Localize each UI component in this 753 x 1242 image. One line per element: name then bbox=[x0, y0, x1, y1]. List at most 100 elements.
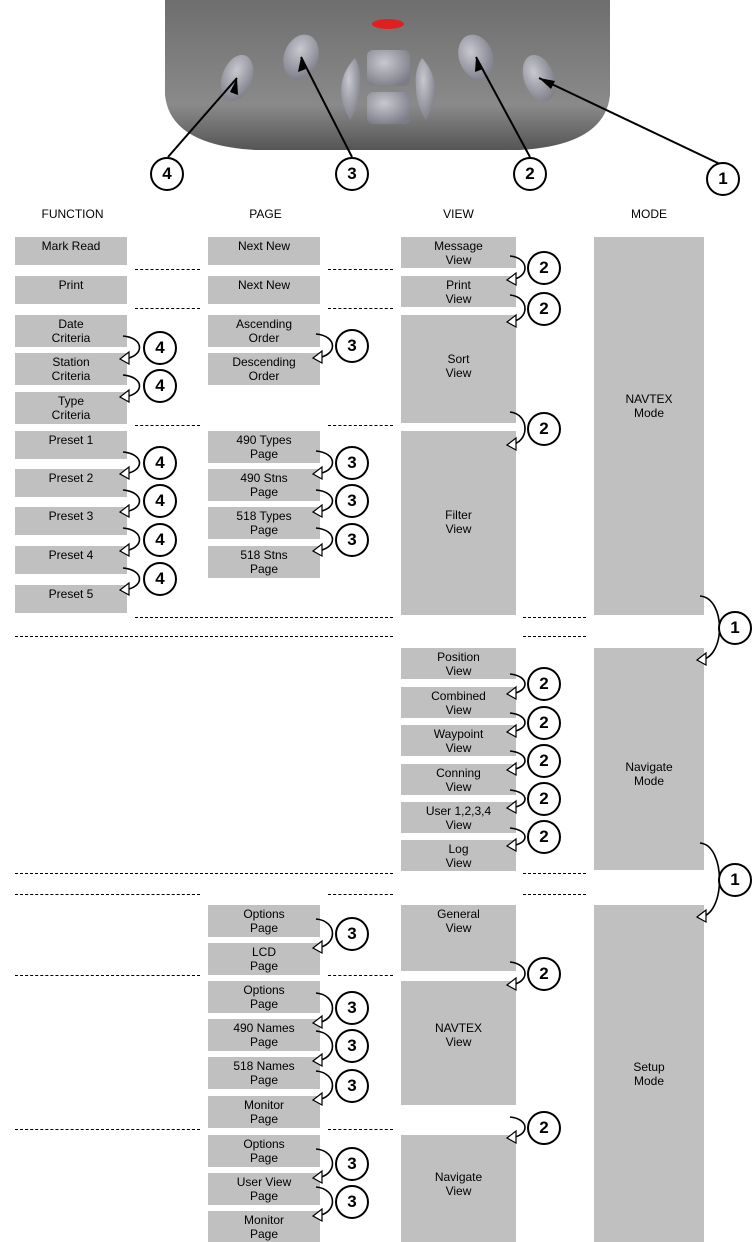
arrow-right-key bbox=[415, 58, 436, 120]
setup-page-518-names: 518 Names Page bbox=[208, 1057, 320, 1089]
device-keypad bbox=[165, 0, 723, 166]
button-2-callout: 2 bbox=[527, 411, 561, 446]
arrow-up-key bbox=[367, 50, 410, 86]
arrow-head bbox=[311, 542, 323, 558]
view-log: Log View bbox=[401, 840, 516, 871]
header-page: PAGE bbox=[249, 207, 282, 221]
separator bbox=[328, 308, 393, 309]
button-callout-2: 2 bbox=[513, 157, 547, 191]
button-2-callout: 2 bbox=[527, 667, 561, 701]
button-3-callout: 3 bbox=[335, 1184, 369, 1219]
view-conning: Conning View bbox=[401, 764, 516, 795]
setup-page-lcd: LCD Page bbox=[208, 943, 320, 975]
function-preset-5: Preset 5 bbox=[15, 585, 127, 613]
setup-page-options-3: Options Page bbox=[208, 1135, 320, 1167]
arrow-head bbox=[505, 761, 517, 777]
function-preset-3: Preset 3 bbox=[15, 507, 127, 535]
page-descending-order: Descending Order bbox=[208, 353, 320, 385]
button-4-callout: 4 bbox=[143, 484, 177, 518]
button-3-callout: 3 bbox=[335, 1029, 369, 1063]
setup-page-user-view: User View Page bbox=[208, 1173, 320, 1205]
arrow-head bbox=[505, 313, 517, 329]
arrow-head bbox=[311, 939, 323, 955]
view-position: Position View bbox=[401, 648, 516, 679]
arrow-head bbox=[505, 723, 517, 739]
view-user: User 1,2,3,4 View bbox=[401, 802, 516, 833]
arrow-head bbox=[311, 503, 323, 519]
button-3-callout: 3 bbox=[335, 329, 369, 363]
button-2-callout: 2 bbox=[527, 743, 561, 778]
arrow-head bbox=[505, 1129, 517, 1145]
separator bbox=[135, 269, 200, 270]
arrow-head bbox=[311, 1169, 323, 1185]
arrow-head bbox=[311, 1014, 323, 1030]
view-combined: Combined View bbox=[401, 687, 516, 718]
button-3-callout: 3 bbox=[335, 484, 369, 518]
page-518-stns: 518 Stns Page bbox=[208, 546, 320, 578]
page-next-new-2: Next New bbox=[208, 276, 320, 304]
button-4-callout: 4 bbox=[143, 522, 177, 557]
function-print: Print bbox=[15, 276, 127, 304]
separator bbox=[135, 308, 200, 309]
button-callout-3: 3 bbox=[335, 157, 369, 191]
arrow-head bbox=[311, 465, 323, 481]
arrow-head bbox=[695, 651, 707, 667]
button-3-callout: 3 bbox=[335, 522, 369, 557]
separator bbox=[523, 873, 586, 874]
separator bbox=[328, 894, 393, 895]
arrow-head bbox=[118, 542, 130, 558]
button-3-callout: 3 bbox=[335, 1068, 369, 1103]
function-preset-4: Preset 4 bbox=[15, 546, 127, 574]
button-2-callout: 2 bbox=[527, 705, 561, 740]
button-3-callout: 3 bbox=[335, 1146, 369, 1181]
arrow-head bbox=[505, 685, 517, 701]
page-490-types: 490 Types Page bbox=[208, 431, 320, 463]
arrow-head bbox=[118, 503, 130, 519]
arrow-head bbox=[311, 1052, 323, 1068]
view-print: Print View bbox=[401, 276, 516, 307]
arrow-left-key bbox=[341, 58, 361, 120]
arrow-head bbox=[695, 908, 707, 924]
arrow-head bbox=[118, 350, 130, 366]
function-preset-1: Preset 1 bbox=[15, 431, 127, 459]
function-mark-read: Mark Read bbox=[15, 237, 127, 265]
separator bbox=[328, 269, 393, 270]
separator bbox=[15, 1129, 200, 1130]
button-2-callout: 2 bbox=[527, 820, 561, 854]
button-4-callout: 4 bbox=[143, 330, 177, 365]
separator bbox=[135, 617, 393, 618]
arrow-head bbox=[118, 388, 130, 404]
button-3-callout: 3 bbox=[335, 445, 369, 480]
button-1-callout: 1 bbox=[718, 863, 752, 897]
function-date-criteria: Date Criteria bbox=[15, 315, 127, 347]
separator bbox=[328, 425, 393, 426]
button-2-callout: 2 bbox=[527, 291, 561, 326]
button-3-callout: 3 bbox=[335, 916, 369, 951]
arrow-head bbox=[505, 271, 517, 287]
arrow-head bbox=[311, 1207, 323, 1223]
page-ascending-order: Ascending Order bbox=[208, 315, 320, 347]
mode-setup: Setup Mode bbox=[594, 905, 704, 1242]
separator bbox=[523, 894, 586, 895]
separator bbox=[15, 975, 200, 976]
setup-page-monitor-2: Monitor Page bbox=[208, 1211, 320, 1242]
mode-navtex: NAVTEX Mode bbox=[594, 237, 704, 615]
setup-page-monitor-1: Monitor Page bbox=[208, 1096, 320, 1128]
arrow-head bbox=[118, 465, 130, 481]
button-2-callout: 2 bbox=[527, 1110, 561, 1145]
arrow-head bbox=[505, 436, 517, 452]
view-navigate: Navigate View bbox=[401, 1135, 516, 1242]
mode-navigate: Navigate Mode bbox=[594, 648, 704, 870]
separator bbox=[523, 636, 586, 637]
separator bbox=[15, 894, 200, 895]
button-2-callout: 2 bbox=[527, 956, 561, 991]
button-1-callout: 1 bbox=[718, 611, 752, 645]
header-function: FUNCTION bbox=[41, 207, 104, 221]
arrow-head bbox=[505, 837, 517, 853]
setup-page-options-1: Options Page bbox=[208, 905, 320, 937]
setup-page-490-names: 490 Names Page bbox=[208, 1019, 320, 1051]
function-station-criteria: Station Criteria bbox=[15, 353, 127, 385]
page-518-types: 518 Types Page bbox=[208, 507, 320, 539]
